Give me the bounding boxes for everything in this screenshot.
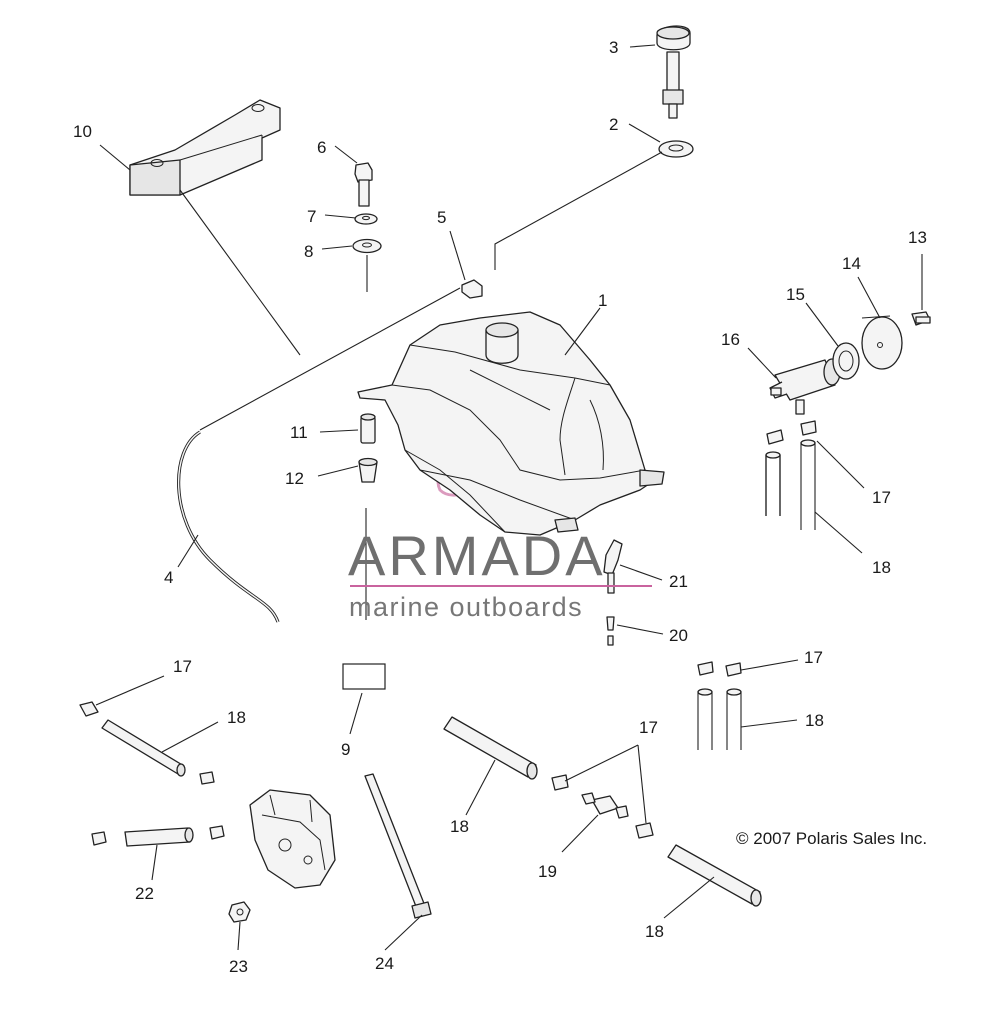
watermark-subtitle: marine outboards: [349, 592, 584, 622]
callout-2: 2: [609, 115, 618, 134]
part-vent-fitting: [461, 279, 483, 299]
callout-11: 11: [290, 423, 308, 442]
callout-18-right: 18: [805, 711, 824, 730]
callout-1: 1: [598, 291, 607, 310]
callout-18-upper: 18: [872, 558, 891, 577]
part-cable-tie: [364, 773, 432, 919]
part-bracket: [129, 99, 281, 196]
callout-23: 23: [229, 957, 248, 976]
part-screw: [606, 616, 615, 646]
part-washer-small: [354, 213, 378, 225]
watermark-underline: [350, 585, 652, 587]
part-hose-left: [79, 701, 215, 785]
callout-22: 22: [135, 884, 154, 903]
copyright-notice: © 2007 Polaris Sales Inc.: [736, 829, 928, 848]
callout-21: 21: [669, 572, 688, 591]
part-label: [342, 663, 386, 690]
callout-16: 16: [721, 330, 740, 349]
part-grommet: [358, 457, 378, 620]
callout-18-left: 18: [227, 708, 246, 727]
callout-18-middle: 18: [450, 817, 469, 836]
part-hose-middle: [443, 716, 538, 780]
callout-labels: 3 2 10 6 7 8 5 1 13 14 15 16 11 12 17 18…: [73, 38, 927, 976]
callout-12: 12: [285, 469, 304, 488]
part-hose-right-lower: [667, 844, 762, 907]
callout-17-upper: 17: [872, 488, 891, 507]
callout-13: 13: [908, 228, 927, 247]
callout-15: 15: [786, 285, 805, 304]
watermark-title: ARMADA: [348, 524, 606, 587]
callout-5: 5: [437, 208, 446, 227]
leader-lines: [95, 44, 923, 951]
callout-18-lower: 18: [645, 922, 664, 941]
part-bushing: [360, 413, 376, 444]
callout-6: 6: [317, 138, 326, 157]
part-fuel-filter: [769, 358, 841, 415]
callout-24: 24: [375, 954, 394, 973]
part-vent-hose: [177, 287, 461, 623]
callout-17-left: 17: [173, 657, 192, 676]
part-short-hose: [91, 825, 225, 847]
callout-8: 8: [304, 242, 313, 261]
callout-17-right: 17: [804, 648, 823, 667]
callout-14: 14: [842, 254, 861, 273]
callout-9: 9: [341, 740, 350, 759]
part-hose-pair-upper: [765, 420, 817, 530]
part-cover-plate: [861, 315, 903, 370]
part-screw-small: [911, 311, 931, 326]
part-washer-large: [352, 238, 382, 292]
part-hose-pair-lower: [697, 661, 742, 750]
part-elbow-fitting: [603, 539, 623, 594]
callout-7: 7: [307, 207, 316, 226]
part-fuel-cap: [656, 25, 691, 119]
callout-19: 19: [538, 862, 557, 881]
part-fuel-tank: [357, 311, 665, 536]
part-pump-housing: [249, 789, 336, 889]
part-gasket: [658, 140, 694, 158]
callout-3: 3: [609, 38, 618, 57]
callout-20: 20: [669, 626, 688, 645]
part-clamp-middle: [551, 774, 654, 839]
callout-17-middle: 17: [639, 718, 658, 737]
callout-4: 4: [164, 568, 173, 587]
part-nut: [832, 342, 860, 380]
part-bolt: [354, 162, 373, 207]
part-hex-nut: [228, 901, 251, 923]
callout-10: 10: [73, 122, 92, 141]
part-inline-fitting: [581, 792, 629, 819]
